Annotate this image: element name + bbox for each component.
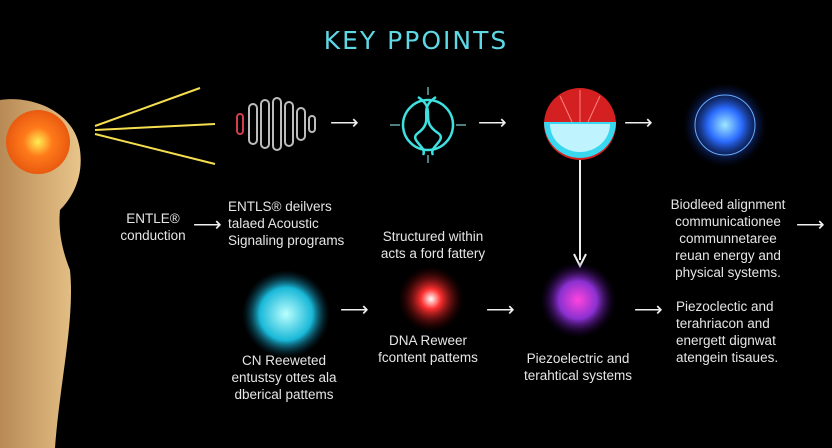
- blue-burst-icon: [683, 83, 767, 167]
- dna-helix-icon: [390, 87, 466, 163]
- hemisphere-icon: [544, 88, 616, 160]
- arrow-bot-3: ⟶: [634, 299, 663, 321]
- arrow-bot-1: ⟶: [340, 299, 369, 321]
- purple-particle-icon: [540, 262, 616, 338]
- sound-wave-icon: [236, 97, 316, 151]
- red-particle-icon: [398, 266, 464, 332]
- arrow-2: ⟶: [478, 112, 507, 134]
- entle-label: ENTLE®conduction: [120, 211, 186, 243]
- arrow-bot-2: ⟶: [486, 299, 515, 321]
- down-arrow: [573, 160, 587, 269]
- page-title: KEY PPOINTS: [323, 26, 509, 55]
- human-figure: [0, 99, 81, 448]
- glowing-head: [6, 110, 70, 174]
- arrow-3: ⟶: [624, 112, 653, 134]
- cyan-particle-cluster-icon: [242, 270, 330, 358]
- arrow-right-out: ⟶: [796, 214, 825, 236]
- arrow-1: ⟶: [330, 112, 359, 134]
- arrow-mid-1: ⟶: [193, 214, 222, 236]
- light-rays: [94, 87, 216, 165]
